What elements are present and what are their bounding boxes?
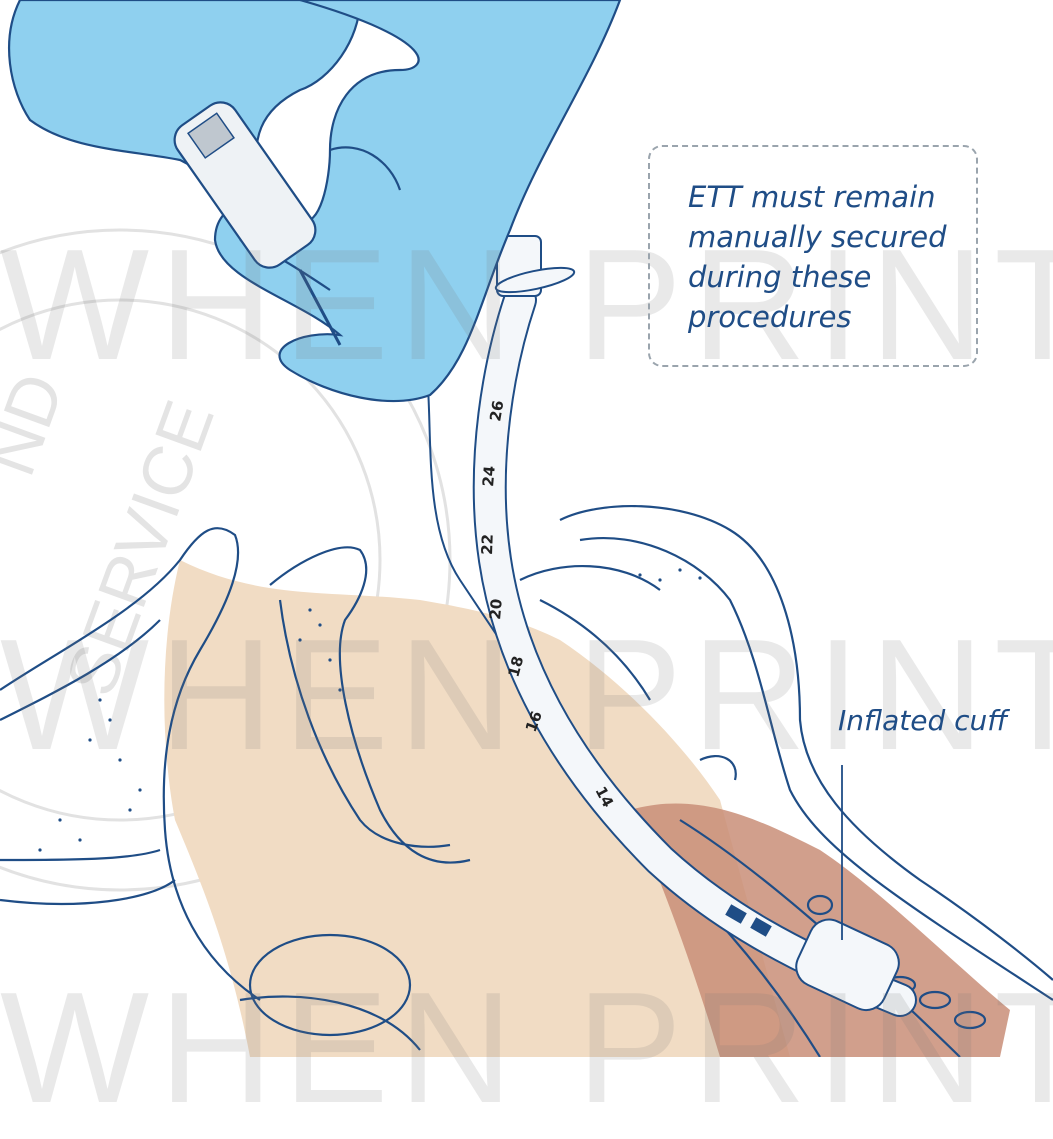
callout-text: ETT must remain manually secured during … bbox=[688, 177, 968, 337]
illustration: ND SERVICE bbox=[0, 0, 1053, 1057]
tube-mark-22: 22 bbox=[478, 534, 497, 555]
inflated-cuff-label: Inflated cuff bbox=[838, 704, 1007, 737]
tube-mark-20: 20 bbox=[486, 598, 506, 620]
svg-text:ND: ND bbox=[0, 363, 79, 485]
tube-mark-24: 24 bbox=[479, 465, 499, 487]
tube-mark-26: 26 bbox=[486, 399, 507, 423]
gloved-hands-icon bbox=[9, 0, 620, 401]
callout-box: ETT must remain manually secured during … bbox=[648, 145, 978, 367]
